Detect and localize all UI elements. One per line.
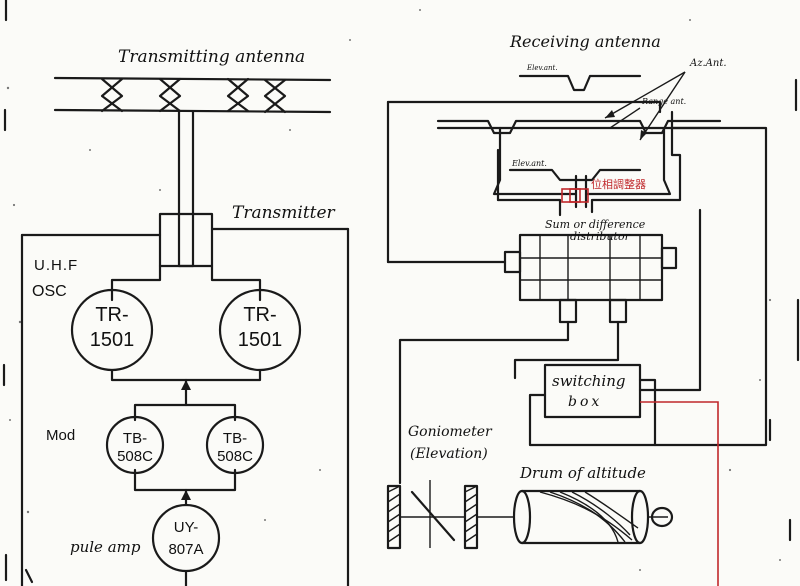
pulse-amp-label: pule amp [70, 538, 141, 556]
switching-label: switching [552, 372, 625, 390]
range-ant-label: Range ant. [641, 97, 686, 106]
arrow-up-icon [181, 490, 191, 500]
mod-tube-right-line2: 508C [217, 448, 253, 465]
mod-tube-right: TB- 508C [205, 415, 265, 475]
mod-tube-left-line2: 508C [117, 448, 153, 465]
osc-tube-right: TR- 1501 [218, 288, 302, 372]
left-margin-dashes [2, 0, 34, 584]
receiving-antenna-array [436, 71, 722, 209]
right-margin-dashes [768, 78, 800, 542]
mod-tube-left: TB- 508C [105, 415, 165, 475]
mod-tube-left-line1: TB- [123, 430, 147, 447]
red-annotation-lead [640, 401, 719, 586]
osc-to-mod-wiring [110, 368, 262, 586]
drum-of-altitude [477, 489, 674, 545]
receiver-loop-wiring [386, 100, 768, 447]
elev-ant-bottom-label: Elev.ant. [511, 159, 547, 168]
transmitter-label: Transmitter [232, 203, 336, 223]
elevation-label: (Elevation) [410, 446, 488, 462]
sum-difference-label-line1: Sum or difference [545, 218, 646, 231]
phase-adjuster-annotation [561, 188, 589, 203]
sum-difference-distributor [503, 233, 678, 324]
elev-ant-top-label: Elev.ant. [526, 64, 558, 72]
osc-tube-right-line1: TR- [243, 304, 276, 326]
osc-tube-left: TR- 1501 [70, 288, 154, 372]
mod-tube-right-line1: TB- [223, 430, 247, 447]
goniometer-label: Goniometer [408, 424, 493, 440]
amp-tube-line1: UY- [174, 519, 198, 536]
az-ant-label: Az.Ant. [689, 58, 727, 69]
uhf-label: U.H.F [34, 257, 78, 274]
transmitting-antenna-label: Transmitting antenna [118, 47, 305, 67]
switching-box [398, 208, 702, 485]
amp-tube: UY- 807A [151, 503, 221, 573]
osc-tube-left-line1: TR- [95, 304, 128, 326]
receiving-antenna-label: Receiving antenna [509, 32, 661, 51]
paper-speckles [6, 9, 781, 571]
transmitting-antenna [53, 76, 332, 217]
amp-tube-line2: 807A [168, 541, 203, 558]
drum-of-altitude-label: Drum of altitude [519, 464, 646, 482]
box-label: box [568, 394, 602, 410]
osc-tube-right-line2: 1501 [238, 329, 283, 351]
phase-adjuster-label: 位相調整器 [591, 177, 646, 191]
arrow-up-icon [181, 380, 191, 390]
sum-difference-label-line2: distributor [570, 230, 631, 243]
mod-label: Mod [46, 427, 75, 444]
osc-tube-left-line2: 1501 [90, 329, 135, 351]
osc-label: OSC [32, 283, 67, 300]
goniometer [386, 480, 479, 550]
